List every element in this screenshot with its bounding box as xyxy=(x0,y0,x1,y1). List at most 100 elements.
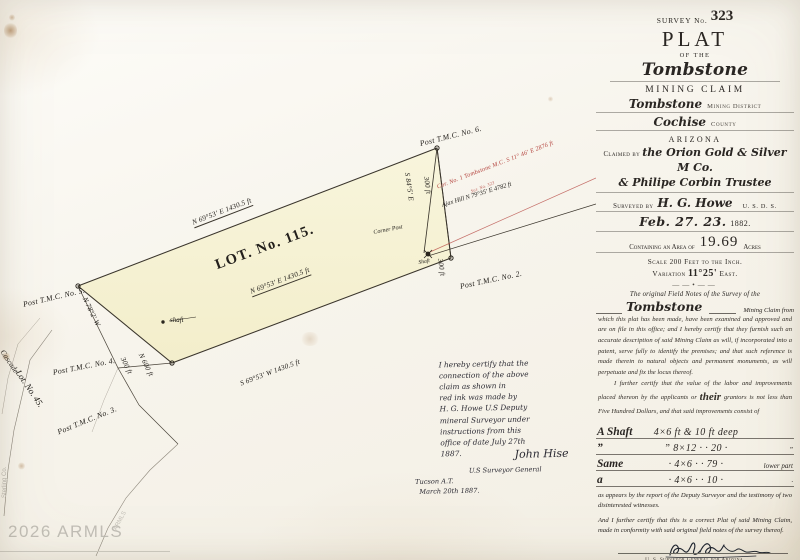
divider-rule xyxy=(596,112,794,113)
improvement-dims: · 4×6 · · 79 · xyxy=(668,458,724,470)
closing-paragraph-b-text: And I further certify that this is a cor… xyxy=(598,516,792,535)
surveyed-by-label: Surveyed by xyxy=(613,202,654,210)
paragraph-2-part-b: grantor xyxy=(723,394,744,402)
variation-value: 11°25' xyxy=(687,267,718,279)
county-label: County xyxy=(711,121,737,128)
plat-drawing: LOT. No. 115. N 69°53' E 1430.5 ft N 69°… xyxy=(0,124,597,557)
tie-line-post3-lower xyxy=(138,404,179,445)
claimant-row-2: & Philipe Corbin Trustee xyxy=(596,176,794,191)
gulch-line xyxy=(3,329,53,517)
signature-caption: U. S. Surveyor General for Arizona. xyxy=(645,556,745,560)
field-notes-heading: The original Field Notes of the Survey o… xyxy=(629,290,761,298)
surveyor-general-signature xyxy=(596,539,794,560)
survey-number-value: 323 xyxy=(710,8,734,24)
connection-line-post2 xyxy=(436,147,452,259)
field-notes-claim-row: Tombstone Mining Claim from xyxy=(596,299,794,314)
divider-rule xyxy=(596,230,794,232)
ajax-hill-tie-line xyxy=(427,203,597,257)
improvement-item: A Shaft xyxy=(597,425,633,438)
divider-rule xyxy=(596,251,794,253)
district-label: Mining District xyxy=(707,103,762,110)
red-ink-connection-line xyxy=(429,177,597,253)
plat-title: PLAT xyxy=(661,27,729,51)
trail-line xyxy=(95,443,179,557)
field-notes-paragraph-2: I further certify that the value of the … xyxy=(596,379,794,418)
claim-parcel-polygon xyxy=(76,147,452,364)
divider-rule xyxy=(596,191,794,193)
survey-date-value: Feb. 27. 23. xyxy=(639,213,727,229)
ruled-blank xyxy=(709,304,737,314)
shaft-marker xyxy=(161,320,165,324)
paragraph-2-part-c: is not less than Five Hundred Dollars, a… xyxy=(598,394,793,416)
closing-paragraph-b: And I further certify that this is a cor… xyxy=(596,516,794,537)
area-value: 19.69 xyxy=(699,233,739,250)
state-label: ARIZONA xyxy=(668,135,722,144)
field-notes-paragraph-1: which this plat has been made, have been… xyxy=(598,315,792,376)
improvement-dims: · 4×6 · · 10 · xyxy=(668,474,724,486)
signature-strokes xyxy=(665,542,771,558)
improvement-note: lower part xyxy=(763,461,793,470)
paragraph-2-s: s xyxy=(685,394,689,402)
claim-name-heading: Tombstone xyxy=(641,60,749,80)
field-notes-continues: Mining Claim from xyxy=(743,306,794,314)
mining-claim-label: MINING CLAIM xyxy=(645,85,745,95)
gulch-line-2 xyxy=(1,317,41,415)
improvement-note: · xyxy=(791,477,793,486)
improvement-dims: 4×6 ft & 10 ft deep xyxy=(653,426,739,438)
improvement-item: Same xyxy=(597,457,624,470)
improvements-table: A Shaft 4×6 ft & 10 ft deep ” ” 8×12 · ·… xyxy=(596,423,794,487)
area-label: Containing an Area of xyxy=(629,243,695,251)
paragraph-2-their: their xyxy=(699,391,722,404)
of-the-label: OF THE xyxy=(679,52,711,59)
corner-marker-post2 xyxy=(448,255,454,261)
tie-line-post4 xyxy=(77,285,119,369)
watermark-text: 2026 ARMLS xyxy=(8,522,124,541)
handwritten-certification-note: I hereby certify that the connection of … xyxy=(415,357,574,498)
table-row: ” ” 8×12 · · 20 · ” xyxy=(596,439,794,455)
scale-label: Scale 200 Feet to the Inch. xyxy=(647,257,743,266)
paragraph-2-s2: s xyxy=(743,394,747,402)
connection-line-post6 xyxy=(423,147,438,254)
variation-row: Variation 11°25' East. xyxy=(596,268,794,279)
district-row: Tombstone Mining District xyxy=(596,97,794,111)
survey-year-value: 1882. xyxy=(730,218,751,228)
claimed-by-label: Claimed by xyxy=(603,151,641,158)
ruled-blank xyxy=(596,304,622,314)
watermark-side-text: Sterling Co. xyxy=(2,466,8,498)
corner-marker-post6 xyxy=(434,145,440,151)
survey-number-heading: SURVEY No. 323 xyxy=(596,8,794,25)
tie-line-post3 xyxy=(117,362,173,369)
district-name: Tombstone xyxy=(628,97,703,111)
paragraph-2-or: or xyxy=(691,394,697,402)
table-row: A Shaft 4×6 ft & 10 ft deep xyxy=(596,423,794,439)
trail-line-2 xyxy=(91,367,119,433)
survey-date-row: Feb. 27. 23. 1882. xyxy=(596,214,794,230)
claimant-name-1: the Orion Gold & Silver M Co. xyxy=(642,146,787,174)
variation-direction: East. xyxy=(719,269,738,278)
county-row: Cochise County xyxy=(596,115,794,129)
variation-label: Variation xyxy=(652,269,686,278)
surveyor-name: H. G. Howe xyxy=(657,195,733,210)
county-name: Cochise xyxy=(653,115,707,129)
divider-rule xyxy=(596,210,794,212)
improvement-note: ” xyxy=(789,445,793,454)
improvement-item: ” xyxy=(597,441,603,454)
signature-rule xyxy=(618,552,788,554)
survey-number-label: SURVEY No. xyxy=(656,16,708,25)
improvement-dims: ” 8×12 · · 20 · xyxy=(664,442,728,454)
claimant-row-1: Claimed by the Orion Gold & Silver M Co. xyxy=(596,146,794,176)
improvement-item: a xyxy=(597,473,603,486)
field-notes-claim-name: Tombstone xyxy=(626,298,703,314)
table-row: Same · 4×6 · · 79 · lower part xyxy=(596,455,794,471)
paragraph-2-part-a: I further certify that the value of the … xyxy=(598,379,792,402)
corner-marker-post3 xyxy=(169,360,175,366)
certificate-column: SURVEY No. 323 PLAT OF THE Tombstone MIN… xyxy=(596,8,794,560)
tie-line-post3-extend xyxy=(117,367,140,406)
surveyor-credential: U. S. D. S. xyxy=(742,202,777,210)
divider-rule xyxy=(596,130,794,131)
surveyed-by-row: Surveyed by H. G. Howe U. S. D. S. xyxy=(596,196,794,210)
closing-paragraph-a: as appears by the report of the Deputy S… xyxy=(598,491,792,510)
area-units-label: Acres xyxy=(743,243,761,251)
claimant-name-2: & Philipe Corbin Trustee xyxy=(618,175,772,189)
